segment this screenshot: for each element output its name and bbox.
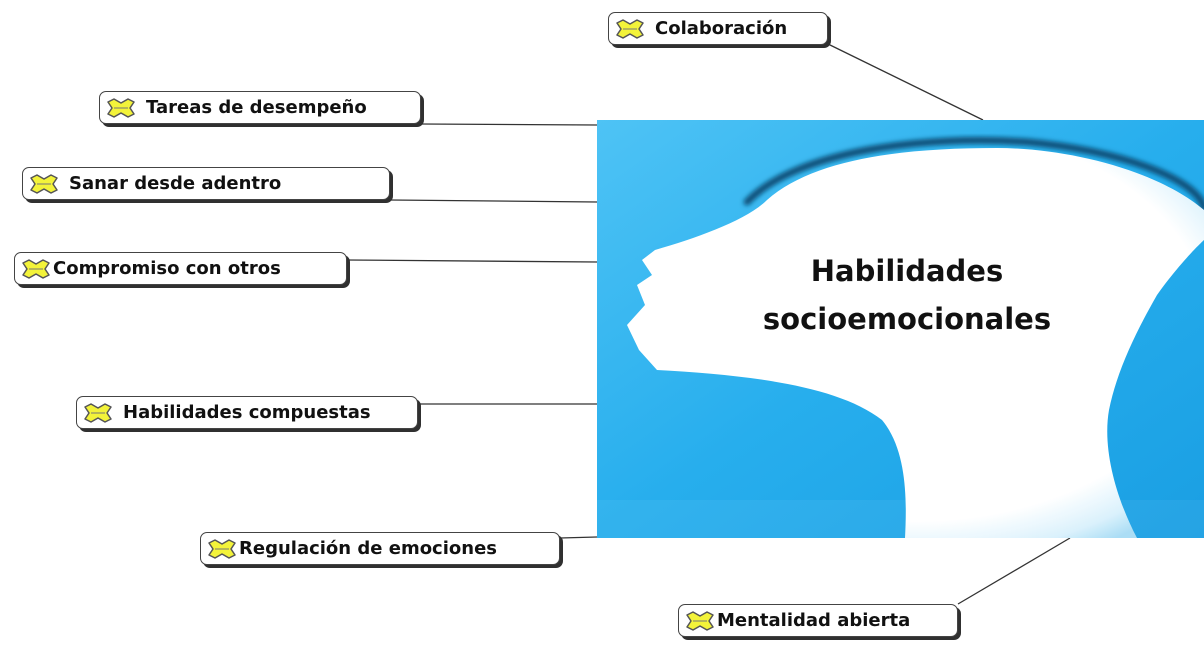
link-sanar-desde-adentro — [389, 199, 598, 203]
topic-habilidades-compuestas[interactable]: Habilidades compuestas — [76, 396, 418, 429]
central-topic-line2: socioemocionales — [762, 302, 1052, 336]
central-topic[interactable]: Habilidades socioemocionales — [597, 120, 1204, 538]
topic-sanar-desde-adentro[interactable]: Sanar desde adentro — [22, 167, 390, 200]
topic-icon — [107, 97, 135, 118]
topic-label: Sanar desde adentro — [69, 173, 282, 194]
link-colaboracion — [827, 43, 984, 121]
topic-icon — [30, 173, 58, 194]
topic-tareas-de-desempeno[interactable]: Tareas de desempeño — [99, 91, 421, 124]
link-tareas-de-desempeno — [420, 123, 598, 126]
topic-icon — [22, 258, 50, 279]
head-shape — [627, 148, 1204, 538]
topic-label: Regulación de emociones — [239, 538, 498, 559]
head-silhouette-image — [597, 120, 1204, 538]
link-mentalidad-abierta — [957, 537, 1071, 605]
topic-label: Mentalidad abierta — [717, 610, 911, 631]
link-compromiso-con-otros — [346, 259, 598, 263]
central-topic-title: Habilidades socioemocionales — [597, 247, 1204, 343]
topic-icon — [686, 610, 714, 631]
topic-regulacion-de-emociones[interactable]: Regulación de emociones — [200, 532, 560, 565]
topic-icon — [616, 18, 644, 39]
topic-label: Tareas de desempeño — [146, 97, 367, 118]
topic-label: Habilidades compuestas — [123, 402, 371, 423]
topic-mentalidad-abierta[interactable]: Mentalidad abierta — [678, 604, 958, 637]
central-topic-line1: Habilidades — [810, 254, 1004, 288]
link-regulacion-de-emociones — [559, 536, 598, 539]
topic-colaboracion[interactable]: Colaboración — [608, 12, 828, 45]
topic-label: Compromiso con otros — [53, 258, 281, 279]
topic-compromiso-con-otros[interactable]: Compromiso con otros — [14, 252, 347, 285]
topic-label: Colaboración — [655, 18, 788, 39]
topic-icon — [208, 538, 236, 559]
topic-icon — [84, 402, 112, 423]
